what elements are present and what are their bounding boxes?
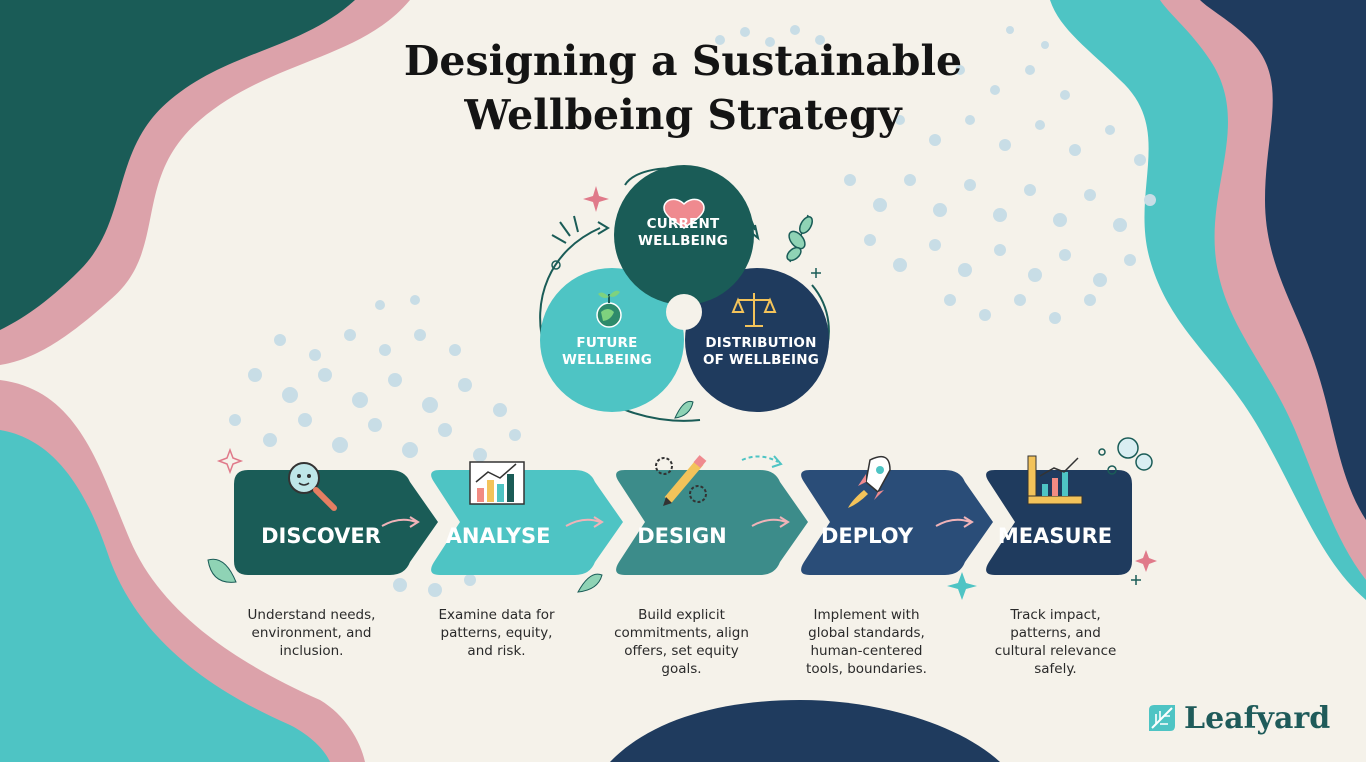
current-wellbeing-circle [614,165,754,305]
leaf-logo-icon [1149,705,1175,731]
leaf-left-icon [207,558,237,583]
sprig-icon [786,214,813,263]
ring-small-icon [551,260,561,270]
measure-chevron [986,470,1132,575]
step-desc-measure-line: Track impact, [1010,607,1101,623]
arrow-design-deploy [751,518,787,527]
heart-icon [663,198,705,229]
distribution-wellbeing-label: DISTRIBUTION OF WELLBEING [686,335,836,369]
step-desc-measure: Track impact, patterns, and cultural rel… [968,606,1143,678]
design-chevron [616,470,808,575]
step-desc-analyse: Examine data for patterns, equity, and r… [409,606,584,660]
future-wellbeing-label: FUTURE WELLBEING [537,335,677,369]
step-desc-analyse-line: and risk. [467,643,526,659]
current-wellbeing-line-1: CURRENT [646,216,720,232]
rocket-icon [848,455,891,508]
title-line-2: Wellbeing Strategy [464,91,902,139]
step-arrows [381,516,974,528]
step-desc-discover-line: environment, and [251,625,372,641]
step-desc-design: Build explicit commitments, align offers… [594,606,769,678]
title-line-1: Designing a Sustainable [403,37,963,85]
dot-pattern-upper-right [844,26,1156,324]
scales-icon [731,293,777,327]
distribution-wellbeing-line-2: OF WELLBEING [702,352,820,368]
step-chevrons [234,470,1132,575]
pencil-gears-icon [655,455,707,506]
plus-right-icon [1131,575,1141,585]
step-desc-design-line: commitments, align [614,625,749,641]
arrow-discover-analyse [381,518,417,527]
burst-lines-icon [551,215,579,244]
step-desc-design-line: offers, set equity [624,643,739,659]
right-navy-blob [1200,0,1366,520]
globe-sprout-icon [596,290,622,328]
step-desc-deploy: Implement with global standards, human-c… [779,606,954,678]
step-desc-deploy-line: human-centered [810,643,923,659]
distribution-wellbeing-circle [685,268,829,412]
current-wellbeing-line-2: WELLBEING [637,233,729,249]
step-desc-deploy-line: global standards, [808,625,925,641]
step-label-deploy: DEPLOY [820,524,914,548]
step-desc-design-line: goals. [661,661,702,677]
arrow-deploy-measure [935,518,971,527]
step-desc-discover: Understand needs, environment, and inclu… [224,606,399,660]
future-wellbeing-line-2: WELLBEING [561,352,653,368]
plus-sparkle-icon [811,268,821,278]
bubbles-icon [1098,437,1153,475]
magnifier-icon [288,462,337,511]
dot-pattern-left [229,295,521,597]
step-desc-discover-line: Understand needs, [247,607,376,623]
step-desc-deploy-line: tools, boundaries. [806,661,927,677]
sparkle-top-left-icon [583,186,609,212]
step-desc-discover-line: inclusion. [279,643,344,659]
top-left-teal-blob [0,0,355,330]
discover-chevron [234,470,438,575]
step-desc-design-line: Build explicit [638,607,725,623]
brand-name: Leafyard [1184,700,1331,736]
ruler-chart-icon [1027,455,1083,505]
page-title: Designing a Sustainable Wellbeing Strate… [283,34,1083,142]
arrow-left-head [597,221,610,235]
future-wellbeing-line-1: FUTURE [576,335,638,351]
step-desc-deploy-line: Implement with [813,607,920,623]
sparkle-star-icon [947,572,977,600]
dot-pattern-top-center [715,25,825,47]
step-desc-measure-line: safely. [1034,661,1077,677]
center-hole [666,294,702,330]
step-desc-analyse-line: patterns, equity, [440,625,553,641]
dashed-arrow-decoration [741,455,779,463]
leaf-small-icon [674,400,694,419]
bottom-left-teal-blob [0,430,330,762]
step-desc-analyse-line: Examine data for [438,607,555,623]
sparkle-left-icon [216,447,244,475]
future-wellbeing-circle [540,268,684,412]
leaf-mid-icon [577,573,603,593]
sparkle-right-icon [1135,550,1157,572]
brand-logo: Leafyard [1146,698,1330,738]
bar-chart-icon [469,461,525,505]
bottom-navy-blob [610,700,1000,762]
step-desc-measure-line: cultural relevance [994,643,1117,659]
step-desc-measure-line: patterns, and [1010,625,1101,641]
step-label-measure: MEASURE [997,524,1113,548]
step-label-analyse: ANALYSE [445,524,551,548]
step-label-design: DESIGN [637,524,727,548]
distribution-wellbeing-line-1: DISTRIBUTION [705,335,817,351]
arrow-analyse-design [565,518,601,527]
step-label-discover: DISCOVER [261,524,381,548]
current-wellbeing-label: CURRENT WELLBEING [603,216,763,250]
deploy-chevron [801,470,993,575]
wellbeing-trefoil [540,165,829,412]
